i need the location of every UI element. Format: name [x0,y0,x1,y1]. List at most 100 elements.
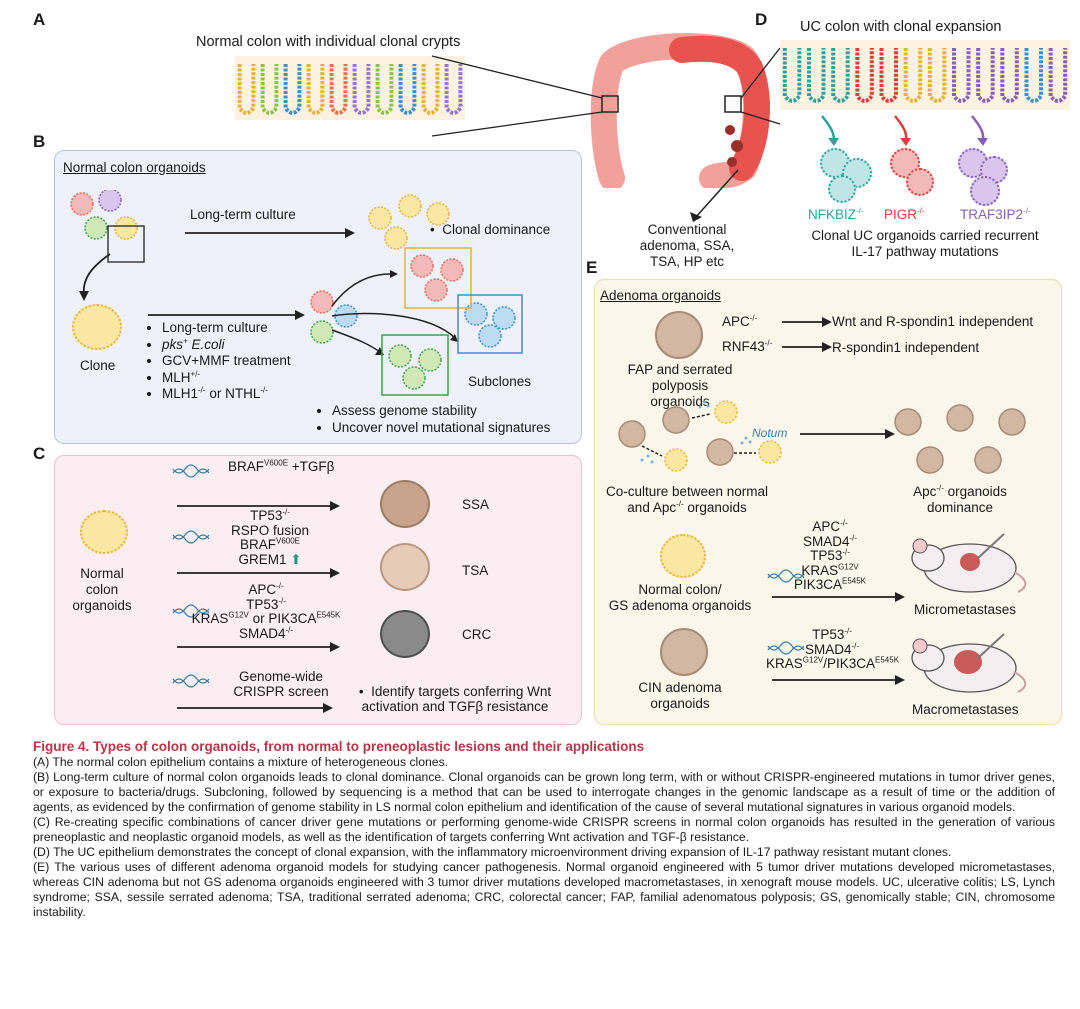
polyp-icon [731,140,743,152]
uc-crypts-illustration [780,40,1070,110]
organoid-shape [410,254,434,278]
caption-title: Figure 4. Types of colon organoids, from… [33,739,645,754]
panel-b-conditions: Long-term culture pks+ E.coli GCV+MMF tr… [146,320,291,403]
organoid-shape [334,304,358,328]
dna-icon [767,573,805,583]
dna-icon [172,678,210,688]
organoid-shape [398,194,422,218]
normal-gs-label: Normal colon/ GS adenoma organoids [608,582,752,613]
dna-icon [767,641,805,651]
panel-label-c: C [33,444,46,463]
gene-label-pigr: PIGR-/- [884,206,925,222]
organoid-shape [478,324,502,348]
organoid-shape [384,226,408,250]
panel-b-outcomes: Assess genome stability Uncover novel mu… [316,403,550,436]
panel-d-title: UC colon with clonal expansion [800,19,1002,35]
apc-dominance-label: Apc-/- organoids dominance [913,483,1007,515]
uc-organoid-pigr [906,168,934,196]
polyp-icon [727,157,737,167]
dna-icon [172,468,210,478]
organoid-shape [402,366,426,390]
clone-organoid [72,304,122,350]
organoid-shape [418,348,442,372]
organoid-shape [424,278,448,302]
caption-paragraph-d: (D) The UC epithelium demonstrates the c… [33,845,952,859]
micro-mutations: APC-/- SMAD4-/- TP53-/- KRASG12V PIK3CAE… [793,518,867,592]
panel-e-title: Adenoma organoids [600,288,721,303]
organoid-shape [310,290,334,314]
up-arrow-icon: ⬆ [290,551,302,567]
uc-organoid-nfkbiz [828,175,856,203]
clonal-dominance-label: • Clonal dominance [430,222,551,237]
organoid-shape [492,306,516,330]
ssa-mutation: BRAFV600E +TGFβ [228,458,335,474]
dna-icon [172,608,210,618]
cin-label: CIN adenoma organoids [638,680,722,711]
panel-b-title: Normal colon organoids [63,160,206,175]
normal-gs-organoid [660,534,706,578]
rnf43-mutation: RNF43-/- [722,338,773,354]
zoom-box-normal [601,95,619,113]
caption-paragraph-c: (C) Re-creating specific combinations of… [33,815,1055,844]
panel-label-a: A [33,10,46,29]
dna-icon [172,530,210,540]
macrometastases-label: Macrometastases [912,702,1019,717]
organoid-shape [464,302,488,326]
colon-illustration [590,33,770,188]
organoid-shape [440,258,464,282]
panel-e-arrows [767,317,905,685]
micrometastases-label: Micrometastases [914,602,1017,617]
crc-organoid [380,610,430,658]
normal-organoid-c [80,510,128,554]
dna-icon [172,534,210,544]
identify-targets: • Identify targets conferring Wnt activa… [358,684,552,714]
organoid-shape [70,192,94,216]
ssa-label: SSA [462,497,490,512]
dna-icon [767,645,805,655]
organoid-shape [84,216,108,240]
uc-organoid-traf3ip2 [970,176,1000,206]
dna-icon [172,674,210,684]
panel-label-b: B [33,132,46,151]
apc-dominance-cluster [894,404,1026,474]
dna-icon [172,604,210,614]
panel-d-caption: Clonal UC organoids carried recurrent IL… [811,228,1039,259]
tsa-mutations: TP53-/- RSPO fusion BRAFV600E GREM1 ⬆ [230,507,310,567]
gene-label-traf3ip2: TRAF3IP2-/- [960,206,1031,222]
gene-label-nfkbiz: NFKBIZ-/- [808,206,864,222]
dna-icon [767,569,805,579]
polyp-icon [725,125,735,135]
caption-paragraph-e: (E) The various uses of different adenom… [33,860,1055,919]
subclones-label: Subclones [468,374,532,389]
panel-label-d: D [755,10,768,29]
dna-icon [172,464,210,474]
panel-label-e: E [586,258,598,277]
rspo-independent-label: R-spondin1 independent [832,340,980,355]
mouse-icon [911,533,1027,593]
normal-crypts-illustration [235,56,465,120]
panel-a-title: Normal colon with individual clonal cryp… [196,34,461,50]
organoid-shape [368,206,392,230]
organoid-shape [310,320,334,344]
panel-c-arrows [172,464,340,713]
macro-mutations: TP53-/- SMAD4-/- KRASG12V/PIK3CAE545K [766,626,900,671]
notum-label: Notum [752,426,788,440]
organoid-shape [426,202,450,226]
caption-paragraph-a: (A) The normal colon epithelium contains… [33,755,449,769]
fap-organoid [655,311,703,359]
coculture-label: Co-culture between normal and Apc-/- org… [605,484,769,515]
crc-label: CRC [462,627,492,642]
figure-caption: Figure 4. Types of colon organoids, from… [33,738,1055,920]
wnt-independent-label: Wnt and R-spondin1 independent [832,314,1034,329]
cin-organoid [660,628,708,676]
uc-clone-arrows [821,115,988,146]
tsa-label: TSA [462,563,489,578]
panel-b-organoids [70,190,523,396]
caption-paragraph-b: (B) Long-term culture of normal colon or… [33,770,1055,814]
panel-c [54,455,582,725]
zoom-box-uc [724,95,742,113]
crispr-label: Genome-wide CRISPR screen [233,669,329,699]
long-term-label: Long-term culture [190,207,296,222]
tsa-organoid [380,543,430,591]
mouse-icon [911,633,1027,693]
